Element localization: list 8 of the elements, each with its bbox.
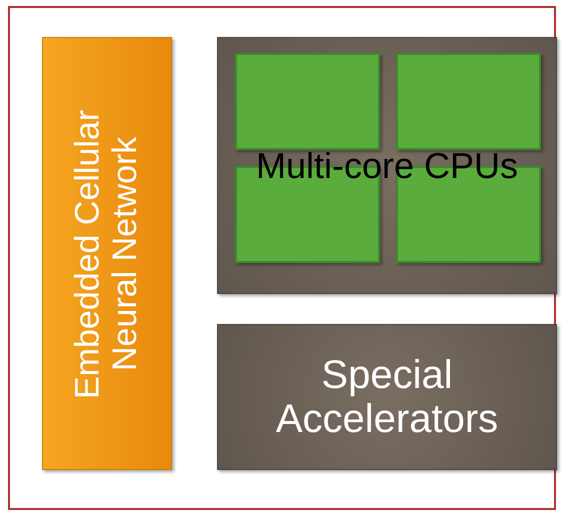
core-block [235, 53, 380, 150]
diagram-frame [8, 6, 556, 510]
network-block [42, 37, 172, 470]
processor-block [217, 37, 557, 294]
block-label: Special Accelerators [274, 353, 500, 441]
block-label: Embedded Cellular Neural Network [70, 108, 144, 400]
processor-block [217, 324, 557, 470]
core-block [396, 53, 541, 150]
